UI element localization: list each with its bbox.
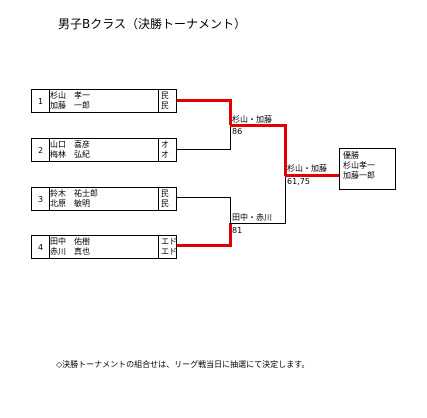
bracket-line-win bbox=[177, 244, 231, 247]
bracket-line bbox=[230, 197, 231, 224]
player-name: 鈴木 祐士郎 bbox=[50, 189, 98, 198]
champion-player: 加藤一郎 bbox=[343, 171, 375, 180]
club-name: 民 bbox=[161, 101, 169, 110]
club-names: オ オ bbox=[159, 139, 178, 161]
semifinal-2-score: 81 bbox=[232, 226, 243, 235]
bracket-line-win bbox=[177, 99, 231, 102]
player-name: 赤川 真也 bbox=[50, 247, 90, 256]
player-names: 杉山 孝一 加藤 一郎 bbox=[50, 90, 159, 112]
player-name: 梅林 弘紀 bbox=[50, 150, 90, 159]
bracket-line bbox=[230, 125, 231, 150]
player-names: 山口 喜彦 梅林 弘紀 bbox=[50, 139, 159, 161]
club-names: 民 民 bbox=[159, 90, 178, 112]
bracket-line-win bbox=[284, 124, 287, 176]
club-names: エド エド bbox=[159, 236, 178, 258]
club-names: 民 民 bbox=[159, 188, 178, 210]
player-name: 加藤 一郎 bbox=[50, 101, 90, 110]
semifinal-2-winner: 田中・赤川 bbox=[232, 213, 272, 222]
champion-box: 優勝 杉山孝一 加藤一郎 bbox=[339, 148, 396, 190]
bracket-line bbox=[177, 149, 231, 150]
club-name: オ bbox=[161, 140, 169, 149]
club-name: エド bbox=[161, 247, 177, 256]
player-name: 北原 敏明 bbox=[50, 199, 90, 208]
bracket-line bbox=[177, 197, 231, 198]
team-entry-4: 4 田中 佑樹 赤川 真也 エド エド bbox=[31, 235, 177, 259]
final-score: 61,75 bbox=[287, 177, 310, 186]
team-entry-1: 1 杉山 孝一 加藤 一郎 民 民 bbox=[31, 89, 177, 113]
bracket-line-win bbox=[229, 223, 232, 247]
player-names: 田中 佑樹 赤川 真也 bbox=[50, 236, 159, 258]
club-name: 民 bbox=[161, 199, 169, 208]
club-name: 民 bbox=[161, 91, 169, 100]
player-name: 杉山 孝一 bbox=[50, 91, 90, 100]
club-name: 民 bbox=[161, 189, 169, 198]
bracket-line-win bbox=[229, 99, 232, 125]
seed-number: 2 bbox=[32, 139, 50, 161]
footnote: ◇決勝トーナメントの組合せは、リーグ戦当日に抽選にて決定します。 bbox=[56, 360, 310, 369]
final-winner: 杉山・加藤 bbox=[287, 164, 327, 173]
player-names: 鈴木 祐士郎 北原 敏明 bbox=[50, 188, 159, 210]
semifinal-1-winner: 杉山・加藤 bbox=[232, 115, 272, 124]
champion-label: 優勝 bbox=[343, 151, 359, 160]
club-name: エド bbox=[161, 237, 177, 246]
seed-number: 1 bbox=[32, 90, 50, 112]
club-name: オ bbox=[161, 150, 169, 159]
team-entry-3: 3 鈴木 祐士郎 北原 敏明 民 民 bbox=[31, 187, 177, 211]
player-name: 田中 佑樹 bbox=[50, 237, 90, 246]
player-name: 山口 喜彦 bbox=[50, 140, 90, 149]
bracket-line-win bbox=[285, 174, 339, 177]
semifinal-1-score: 86 bbox=[232, 127, 243, 136]
bracket-line bbox=[230, 223, 286, 224]
bracket-line-win bbox=[230, 124, 286, 127]
page-title: 男子Bクラス（決勝トーナメント） bbox=[58, 17, 246, 31]
seed-number: 3 bbox=[32, 188, 50, 210]
champion-player: 杉山孝一 bbox=[343, 161, 375, 170]
seed-number: 4 bbox=[32, 236, 50, 258]
team-entry-2: 2 山口 喜彦 梅林 弘紀 オ オ bbox=[31, 138, 177, 162]
bracket-line bbox=[285, 174, 286, 224]
